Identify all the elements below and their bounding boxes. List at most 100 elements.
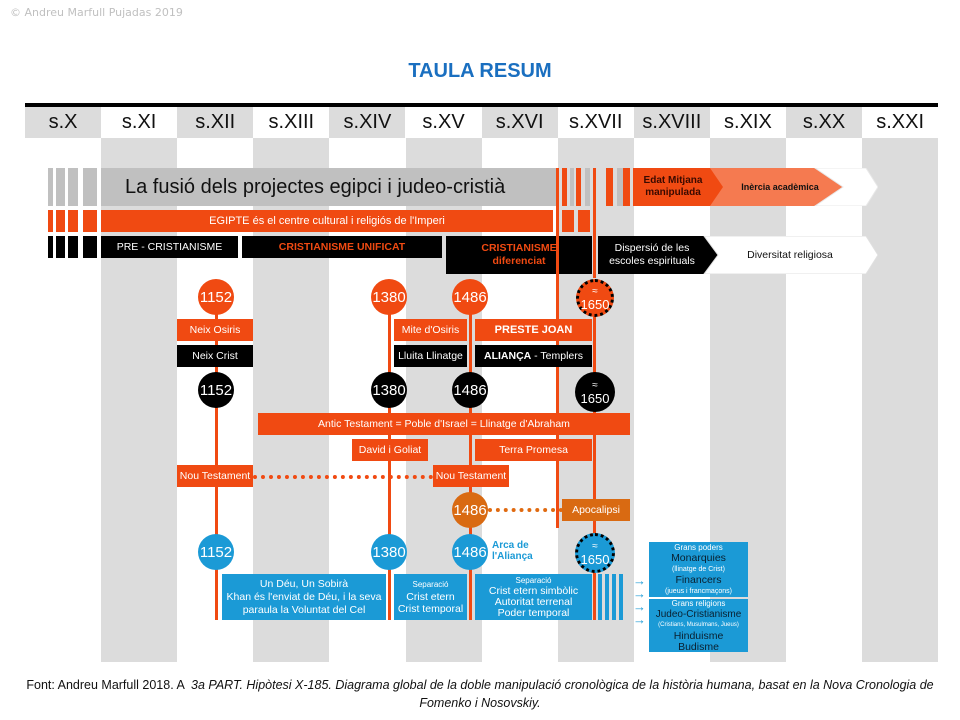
terra-promesa-label: Terra Promesa xyxy=(475,439,592,461)
alianca-rest: - Templers xyxy=(531,350,583,362)
century-header: s.XVI xyxy=(481,107,558,138)
dispersio-arrows xyxy=(598,236,878,274)
arrow-right-icon: → xyxy=(633,586,646,601)
date-circle-1380-black: 1380 xyxy=(371,372,407,408)
nou-testament-label-1: Nou Testament xyxy=(177,465,253,487)
century-header: s.XXI xyxy=(862,107,939,138)
nou-testament-connector xyxy=(253,475,433,479)
stripe xyxy=(612,574,616,620)
date-circle-1486-blue: 1486 xyxy=(452,534,488,570)
date-1650-text: 1650 xyxy=(580,297,610,312)
mite-osiris-label: Mite d'Osiris xyxy=(394,319,467,341)
stripe xyxy=(585,168,590,206)
separacio-heading: Separació xyxy=(515,576,552,585)
stripe xyxy=(68,236,78,258)
hinduisme: Hinduisme xyxy=(673,630,724,642)
stripe xyxy=(48,236,53,258)
edat-mitjana-arrows xyxy=(633,168,878,206)
edat-arrow-shape xyxy=(633,168,723,206)
apocalipsi-connector xyxy=(488,508,563,512)
separacio-box-2: Separació Crist etern simbòlic Autoritat… xyxy=(475,574,592,620)
diversitat-arrow-shape xyxy=(703,236,878,274)
date-circle-1380-blue: 1380 xyxy=(371,534,407,570)
timeline-line-1152 xyxy=(215,290,218,620)
arca-line2: l'Aliança xyxy=(492,551,533,562)
approx-sign: ≈ xyxy=(592,380,598,391)
copyright-notice: © Andreu Marfull Pujadas 2019 xyxy=(10,6,183,19)
stripe xyxy=(606,168,613,206)
arrow-right-icon: → xyxy=(633,599,646,614)
stripe xyxy=(623,168,630,206)
cristianisme-dif-line1: CRISTIANISME xyxy=(481,242,557,254)
approx-sign: ≈ xyxy=(592,541,598,552)
source-caption: Font: Andreu Marfull 2018. A 3a PART. Hi… xyxy=(0,676,960,712)
separacio-box-1: Separació Crist etern Crist temporal xyxy=(394,574,467,620)
arca-alianca-label: Arca de l'Aliança xyxy=(492,540,533,562)
stripe xyxy=(578,210,590,232)
page-title: TAULA RESUM xyxy=(408,60,552,82)
autoritat-terrenal: Autoritat terrenal xyxy=(494,596,573,608)
separacio-heading: Separació xyxy=(412,580,449,589)
llinatge-crist: (llinatge de Crist) xyxy=(672,566,725,573)
cristianisme-unificat-band: CRISTIANISME UNIFICAT xyxy=(242,236,442,258)
stripe xyxy=(619,574,623,620)
date-circle-1486-brown: 1486 xyxy=(452,492,488,528)
century-header: s.XVIII xyxy=(633,107,710,138)
edat-mitjana-line1: Edat Mitjana xyxy=(643,175,703,186)
grans-religions-heading: Grans religions xyxy=(671,599,726,608)
inercia-tail xyxy=(814,168,878,206)
column-background xyxy=(786,138,863,662)
date-1650-text: 1650 xyxy=(580,552,610,567)
un-deu-line3: paraula la Voluntat del Cel xyxy=(242,603,366,616)
date-circle-1152-orange: 1152 xyxy=(198,279,234,315)
arca-line1: Arca de xyxy=(492,540,529,551)
grans-religions-box: Grans religions Judeo-Cristianisme (Cris… xyxy=(649,599,748,653)
apocalipsi-label: Apocalipsi xyxy=(562,499,630,521)
stripe xyxy=(83,236,97,258)
stripe xyxy=(56,168,65,206)
date-circle-1380-orange: 1380 xyxy=(371,279,407,315)
date-circle-1486-orange: 1486 xyxy=(452,279,488,315)
date-circle-1650-black: ≈ 1650 xyxy=(575,372,615,412)
un-deu-box: Un Déu, Un Sobirà Khan és l'enviat de Dé… xyxy=(222,574,386,620)
stripe xyxy=(576,168,581,206)
budisme: Budisme xyxy=(678,641,719,653)
arrow-right-icon: → xyxy=(633,573,646,588)
date-circle-1650-orange: ≈ 1650 xyxy=(576,279,614,317)
cristians-musulmans: (Cristians, Musulmans, Jueus) xyxy=(658,622,739,628)
alianca-templers-label: ALIANÇA - Templers xyxy=(475,345,592,367)
approx-sign: ≈ xyxy=(592,286,598,297)
top-rule xyxy=(25,103,938,107)
timeline-line-s17b xyxy=(593,168,596,278)
nou-testament-label-2: Nou Testament xyxy=(433,465,509,487)
preste-joan-label: PRESTE JOAN xyxy=(475,319,592,341)
timeline-line-1650 xyxy=(593,290,596,620)
cristianisme-diferenciat-band: CRISTIANISME diferenciat xyxy=(446,236,592,274)
inercia-label: Inèrcia acadèmica xyxy=(741,182,819,192)
neix-osiris-label: Neix Osiris xyxy=(177,319,253,341)
stripe xyxy=(570,168,574,206)
crist-temporal: Crist temporal xyxy=(397,603,464,615)
stripe xyxy=(56,210,65,232)
century-header: s.XIX xyxy=(709,107,786,138)
monarquies: Monarquies xyxy=(671,552,726,564)
dispersio-line2: escoles espirituals xyxy=(609,255,695,267)
date-circle-1152-blue: 1152 xyxy=(198,534,234,570)
century-header: s.X xyxy=(25,107,102,138)
century-header: s.XV xyxy=(405,107,482,138)
neix-crist-label: Neix Crist xyxy=(177,345,253,367)
timeline-line-1486 xyxy=(469,290,472,620)
stripe xyxy=(617,168,623,206)
century-header: s.XIV xyxy=(329,107,406,138)
source-italic: 3a PART. Hipòtesi X-185. Diagrama global… xyxy=(191,678,934,710)
alianca-bold: ALIANÇA xyxy=(484,350,532,362)
date-circle-1152-black: 1152 xyxy=(198,372,234,408)
century-header: s.XVII xyxy=(557,107,634,138)
stripe xyxy=(68,210,78,232)
stripe xyxy=(83,210,97,232)
stripe xyxy=(605,574,609,620)
stripe xyxy=(598,574,602,620)
stripe xyxy=(562,168,567,206)
stripe xyxy=(48,168,53,206)
stripe xyxy=(48,210,53,232)
